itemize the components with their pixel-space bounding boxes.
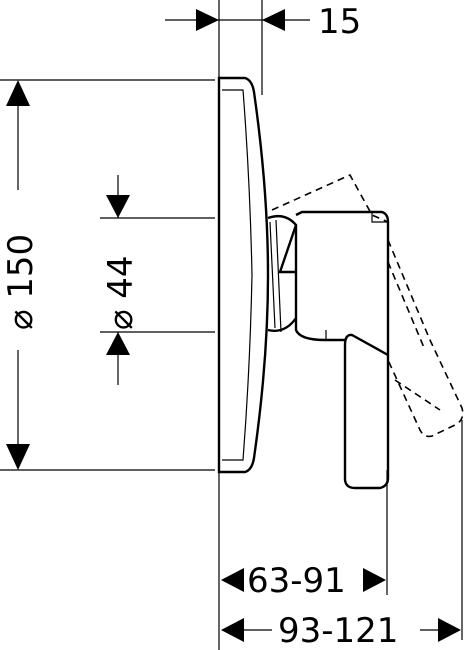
handle-alternate-position: [271, 173, 464, 438]
dimension-diameter-inner: ⌀ 44: [101, 175, 141, 385]
projection-short-label: 63-91: [247, 561, 346, 601]
dimension-top-width: 15: [165, 2, 361, 42]
top-width-label: 15: [318, 2, 361, 42]
arrow-right: [438, 618, 461, 642]
dimension-diameter-outer: ⌀ 150: [1, 80, 41, 470]
mixer-handle: [267, 210, 390, 490]
dimension-projection-short: 63-91: [221, 561, 386, 601]
dimension-projection-long: 93-121: [221, 611, 461, 650]
arrow-left: [221, 568, 244, 592]
diameter-outer-label: ⌀ 150: [1, 234, 41, 330]
diameter-inner-label: ⌀ 44: [101, 255, 141, 330]
arrow-left: [262, 9, 285, 31]
arrow-down: [6, 444, 30, 470]
arrow-down: [106, 195, 130, 218]
cover-plate: [217, 76, 270, 474]
arrow-left: [221, 618, 244, 642]
arrow-up: [106, 332, 130, 355]
arrow-up: [6, 80, 30, 106]
projection-long-label: 93-121: [278, 611, 398, 650]
arrow-right: [196, 9, 219, 31]
arrow-right: [363, 568, 386, 592]
